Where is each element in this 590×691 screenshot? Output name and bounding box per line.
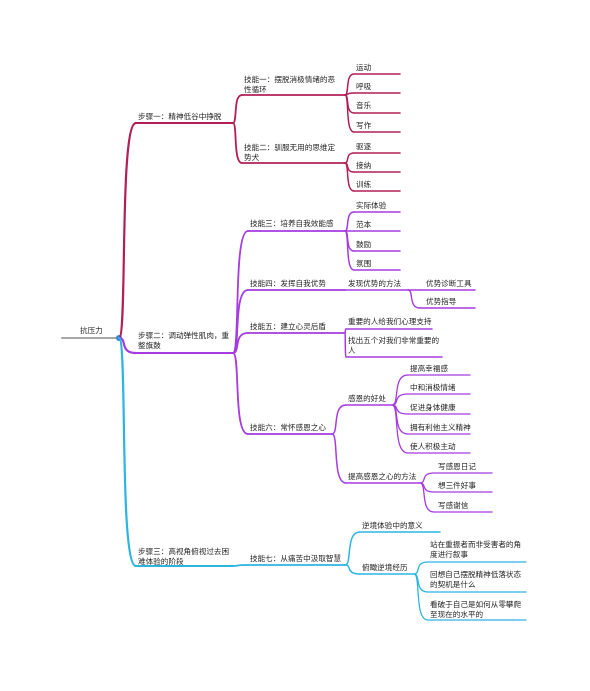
step2-label: 步骤二：调动弹性肌肉，重整旗鼓	[138, 331, 230, 350]
connector-67	[419, 482, 435, 513]
skill3-item-3: 鼓励	[356, 240, 372, 249]
connector-8	[344, 73, 355, 96]
step3-label: 步骤三：高视角俯视过去困难体验的阶段	[138, 547, 230, 566]
overlook-item-2: 回想自己摆脱精神低落状态的契机是什么	[430, 570, 522, 589]
skill2-label: 技能二：驯服无用的思维定势犬	[244, 143, 336, 162]
step1-label: 步骤一：精神低谷中挣脱	[138, 112, 222, 121]
skill2-item-3: 训练	[356, 180, 372, 189]
benefit-item-5: 使人积极主动	[410, 442, 456, 451]
skill7-overlook-label: 俯瞰逆境经历	[362, 563, 408, 572]
connector-49	[331, 404, 347, 435]
skill4-method: 发现优势的方法	[348, 279, 402, 288]
connector-16	[344, 152, 355, 164]
skill4-label: 技能四：发挥自我优势	[250, 279, 326, 288]
skill5-item-2: 找出五个对我们非常重要的人	[348, 336, 440, 355]
skill2-item-1: 驱逐	[356, 142, 372, 151]
skill1-item-4: 写作	[356, 121, 372, 130]
skill5-label: 技能五：建立心灵后盾	[250, 322, 326, 331]
connector-30	[232, 352, 249, 435]
connector-51	[331, 433, 347, 484]
connector-4	[232, 94, 243, 124]
skill6-benefits-label: 感恩的好处	[348, 394, 386, 403]
skill1-label: 技能一：摆脱消极情绪的恶性循环	[244, 75, 336, 94]
skill6-methods-label: 提高感恩之心的方法	[348, 472, 417, 481]
skill3-item-2: 范本	[356, 220, 372, 229]
connector-81	[413, 573, 429, 621]
skill4-item-1: 优势诊断工具	[426, 279, 472, 288]
skill7-meaning: 逆境体验中的意义	[362, 521, 423, 530]
overlook-item-3: 看破于自己是如何从零攀爬至现在的水平的	[430, 600, 522, 619]
root-label: 抗压力	[80, 326, 103, 335]
connector-43	[407, 289, 421, 309]
benefit-item-1: 提高幸福感	[410, 364, 448, 373]
skill1-item-1: 运动	[356, 63, 372, 72]
skill5-item-1: 重要的人给我们心理支持	[348, 317, 432, 326]
connector-32	[344, 211, 355, 232]
connector-63	[419, 472, 435, 484]
method-item-2: 想三件好事	[438, 481, 476, 490]
connector-71	[232, 564, 249, 567]
benefit-item-3: 促进身体健康	[410, 403, 456, 412]
skill3-label: 技能三：培养自我效能感	[250, 219, 334, 228]
skill1-item-3: 音乐	[356, 101, 372, 110]
connector-47	[344, 332, 347, 358]
connector-69	[117, 336, 138, 568]
benefit-item-2: 中和消极情绪	[410, 383, 456, 392]
connector-73	[344, 531, 361, 566]
connector-75	[344, 564, 361, 575]
skill4-item-2: 优势指导	[426, 297, 457, 306]
connector-28	[232, 332, 249, 354]
method-item-1: 写感恩日记	[438, 462, 476, 471]
connector-53	[391, 374, 409, 406]
benefit-item-4: 拥有利他主义精神	[410, 423, 471, 432]
overlook-item-1: 站在重振者而非受害者的角度进行叙事	[430, 540, 522, 559]
skill3-item-4: 氛围	[356, 259, 372, 268]
method-item-3: 写感谢信	[438, 501, 469, 510]
connector-61	[391, 404, 409, 454]
connector-22	[117, 336, 138, 355]
connector-77	[413, 561, 429, 575]
connector-14	[344, 94, 355, 133]
connector-2	[117, 121, 138, 340]
skill6-label: 技能六：常怀感恩之心	[250, 423, 326, 432]
skill1-item-2: 呼吸	[356, 82, 372, 91]
connector-6	[232, 122, 243, 164]
skill3-item-1: 实际体验	[356, 201, 387, 210]
connector-20	[344, 162, 355, 192]
connector-38	[344, 230, 355, 271]
skill7-label: 技能七：从痛苦中汲取智慧	[250, 554, 342, 563]
skill2-item-2: 接纳	[356, 161, 372, 170]
